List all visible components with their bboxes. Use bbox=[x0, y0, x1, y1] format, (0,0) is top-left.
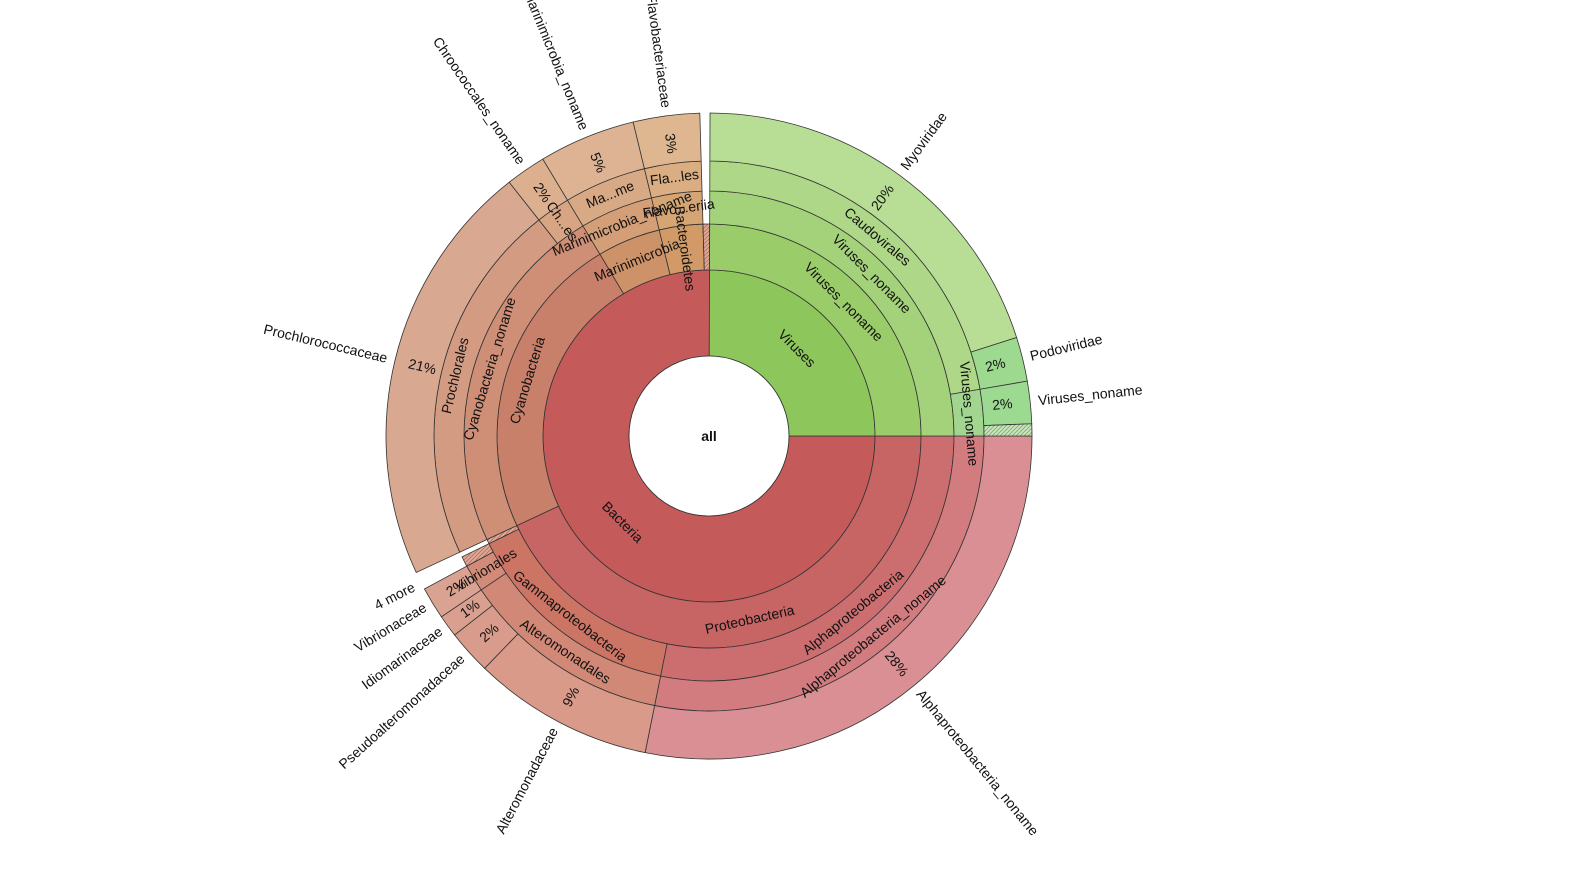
label-flavobacteriaceae-d5-pct[interactable]: 3% bbox=[662, 132, 681, 154]
outer-label-marinimicrobia-noname[interactable]: Marinimicrobia_noname bbox=[521, 0, 593, 132]
outer-label-podoviridae[interactable]: Podoviridae bbox=[1028, 331, 1104, 364]
root-label[interactable]: all bbox=[701, 428, 717, 444]
outer-label-viruses-noname[interactable]: Viruses_noname bbox=[1037, 381, 1143, 408]
center-hole bbox=[628, 355, 790, 517]
wedge-layer bbox=[385, 112, 1033, 760]
wedge-segment-d2[interactable] bbox=[702, 223, 711, 271]
wedge-segment-d5[interactable] bbox=[983, 423, 1033, 437]
label-podoviridae-d5-pct[interactable]: 2% bbox=[983, 354, 1006, 374]
outer-label-alteromonadaceae[interactable]: Alteromonadaceae bbox=[492, 725, 561, 837]
outer-label-chroococcales-noname[interactable]: Chroococcales_noname bbox=[430, 34, 529, 168]
wedge-flavobacteriaceae-d5[interactable] bbox=[632, 112, 702, 170]
label-viruses-noname-d5-pct[interactable]: 2% bbox=[991, 395, 1013, 413]
outer-label-prochlorococcaceae[interactable]: Prochlorococcaceae bbox=[262, 321, 389, 366]
outer-label-pseudoalteromonadaceae[interactable]: Pseudoalteromonadaceae bbox=[335, 650, 467, 771]
label-flavobacteriales-d4[interactable]: Fla...les bbox=[649, 166, 700, 188]
outer-label-myoviridae[interactable]: Myoviridae bbox=[897, 109, 950, 173]
outer-label-alphaproteobacteria-noname[interactable]: Alphaproteobacteria_noname bbox=[913, 686, 1042, 838]
label-prochlorococcaceae-d5-pct[interactable]: 21% bbox=[407, 355, 438, 377]
outer-label-flavobacteriaceae[interactable]: Flavobacteriaceae bbox=[643, 0, 674, 109]
label-marinimicrobia-noname-d5-pct[interactable]: 5% bbox=[587, 150, 609, 175]
